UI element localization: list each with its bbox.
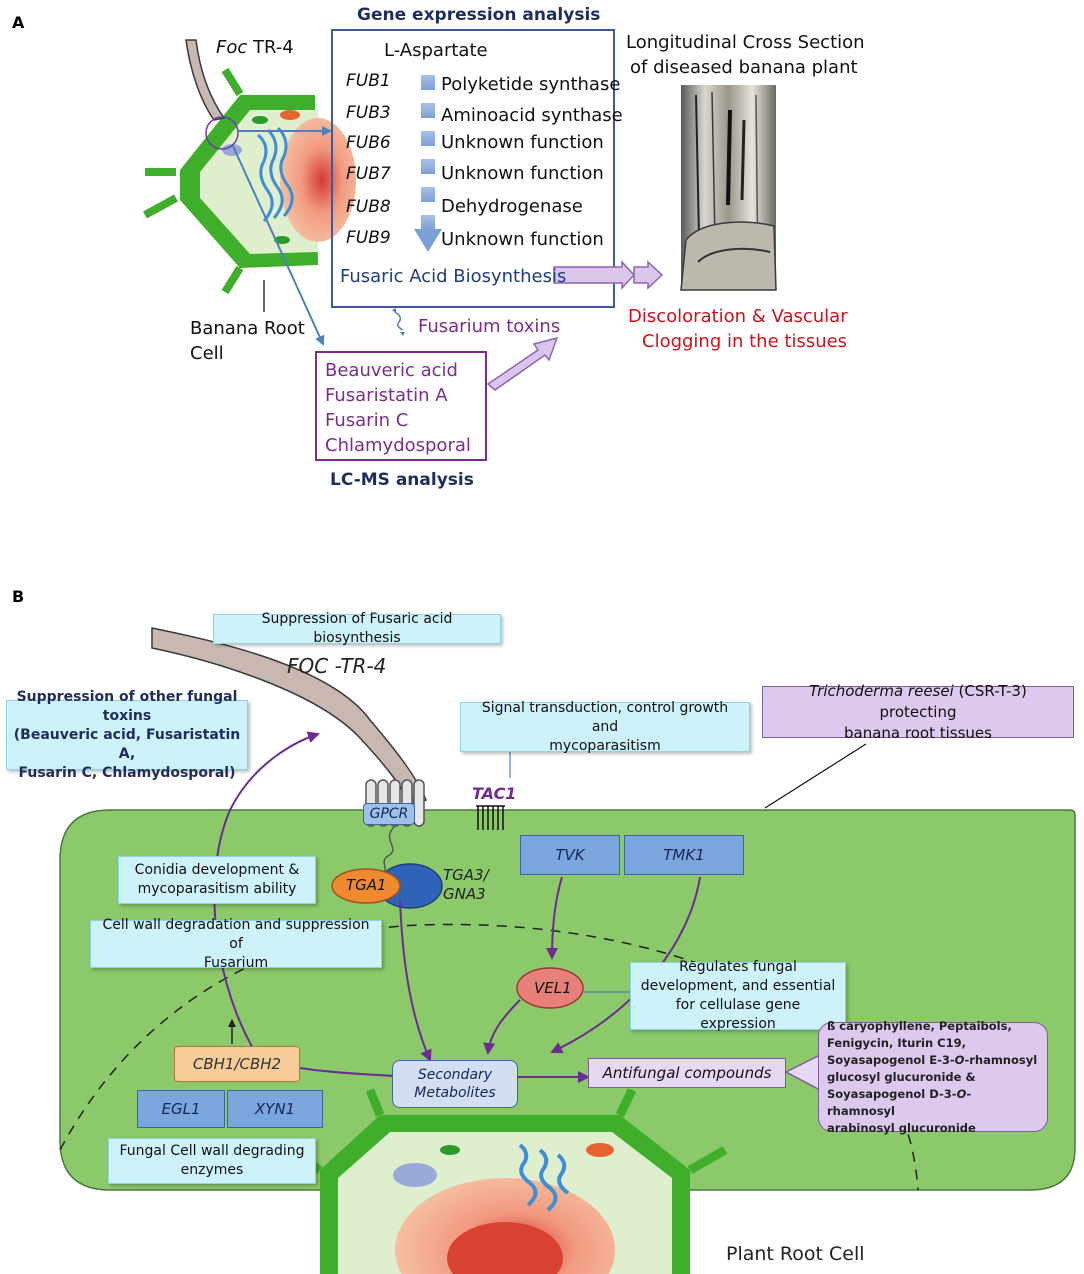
fusarium-toxins-label: Fusarium toxins — [418, 316, 561, 337]
suppression-other-box: Suppression of other fungal toxins (Beau… — [6, 689, 248, 781]
plant-root-cell — [282, 1088, 728, 1274]
gene-fub9: FUB9 — [346, 228, 391, 248]
tga3-gna3-label: TGA3/GNA3 — [443, 866, 489, 903]
lcms-title: LC-MS analysis — [330, 470, 474, 490]
foc-hypha-a — [185, 39, 226, 121]
gene-fub6-function: Unknown function — [441, 132, 604, 153]
gene-fub7-function: Unknown function — [441, 163, 604, 184]
trichoderma-label-box: Trichoderma reesei (CSR-T-3) protecting … — [762, 682, 1074, 742]
banana-root-label-line1: Banana Root — [190, 318, 305, 339]
vel1-protein — [516, 967, 584, 1009]
tga1-label: TGA1 — [346, 876, 387, 894]
tmk1-box: TMK1 — [624, 835, 744, 875]
toxin-item: Chlamydosporal — [325, 435, 471, 456]
panel-label-b: B — [12, 587, 25, 606]
foc-label-b: FOC -TR-4 — [287, 654, 387, 678]
egl1-box: EGL1 — [137, 1090, 225, 1128]
vel1-label: VEL1 — [534, 979, 572, 997]
signal-transduction-box: Signal transduction, control growth and … — [460, 700, 750, 754]
discoloration-label-line2: Clogging in the tissues — [642, 331, 848, 352]
tac1-channel — [476, 805, 505, 830]
tvk-box: TVK — [520, 835, 620, 875]
regulates-fungal-box: Regulates fungal development, and essent… — [630, 959, 846, 1032]
biosynthesis-label: Fusaric Acid Biosynthesis — [340, 266, 567, 287]
cbh-box: CBH1/CBH2 — [174, 1046, 300, 1082]
toxin-item: Fusaristatin A — [325, 385, 448, 406]
cross-section-label-line2: of diseased banana plant — [630, 57, 858, 78]
banana-root-cell — [143, 67, 356, 295]
banana-root-label-line2: Cell — [190, 343, 224, 364]
antifungal-compounds-box: Antifungal compounds — [588, 1058, 786, 1088]
gpcr-label: GPCR — [363, 803, 415, 825]
xyn1-box: XYN1 — [227, 1090, 323, 1128]
infection-circle — [205, 116, 239, 150]
tac1-label: TAC1 — [472, 784, 517, 803]
gene-fub9-function: Unknown function — [441, 229, 604, 250]
gene-fub1: FUB1 — [346, 71, 391, 91]
conidia-box: Conidia development & mycoparasitism abi… — [118, 856, 316, 904]
banana-cross-section — [680, 85, 777, 291]
toxin-item: Fusarin C — [325, 410, 409, 431]
pathway-arrow — [414, 75, 442, 252]
gene-fub7: FUB7 — [346, 164, 391, 184]
gene-fub8-function: Dehydrogenase — [441, 196, 583, 217]
gene-expression-box — [331, 29, 615, 308]
gene-expression-title: Gene expression analysis — [357, 5, 601, 25]
precursor-label: L-Aspartate — [384, 40, 488, 61]
secondary-metabolites-box: Secondary Metabolites — [392, 1060, 518, 1108]
foc-label-a: Foc TR-4 — [216, 37, 294, 58]
gene-fub1-function: Polyketide synthase — [441, 74, 621, 95]
cross-section-label-line1: Longitudinal Cross Section — [626, 32, 865, 53]
gene-fub8: FUB8 — [346, 197, 391, 217]
nucleus-a — [280, 118, 356, 242]
cell-wall-degradation-box: Cell wall degradation and suppression of… — [90, 917, 382, 971]
toxin-item: Beauveric acid — [325, 360, 458, 381]
suppression-fusaric-box: Suppression of Fusaric acid biosynthesis — [213, 611, 501, 646]
plant-root-cell-label: Plant Root Cell — [726, 1243, 865, 1265]
fungal-enzymes-box: Fungal Cell wall degrading enzymes — [108, 1138, 316, 1184]
panel-label-a: A — [12, 13, 25, 32]
discoloration-label-line1: Discoloration & Vascular — [628, 306, 848, 327]
gene-fub3-function: Aminoacid synthase — [441, 105, 623, 126]
lcms-box — [315, 351, 487, 461]
antifungal-compound-list: ß caryophyllene, Peptaibols, Fenigycin, … — [818, 1019, 1048, 1135]
gene-fub6: FUB6 — [346, 133, 391, 153]
tga1-protein — [331, 868, 401, 904]
gene-fub3: FUB3 — [346, 103, 391, 123]
